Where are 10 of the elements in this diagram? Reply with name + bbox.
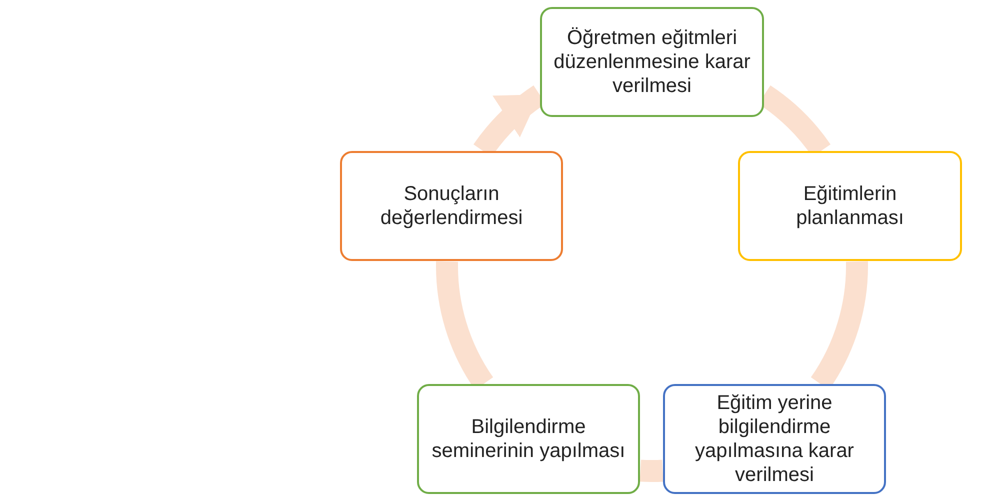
- process-box: [540, 7, 764, 117]
- process-box: [738, 151, 962, 261]
- step-text: Sonuçların değerlendirmesi: [379, 182, 524, 230]
- process-box: [417, 384, 640, 494]
- process-box: [663, 384, 886, 494]
- step-text: Bilgilendirme seminerinin yapılması: [430, 415, 626, 463]
- step-text: Öğretmen eğitmleri düzenlenmesine karar verilmesi: [552, 26, 752, 98]
- step-text: Eğitim yerine bilgilendirme yapılmasına karar verilmesi: [694, 391, 855, 487]
- step-text: Eğitimlerin planlanması: [795, 182, 905, 230]
- process-box: [340, 151, 563, 261]
